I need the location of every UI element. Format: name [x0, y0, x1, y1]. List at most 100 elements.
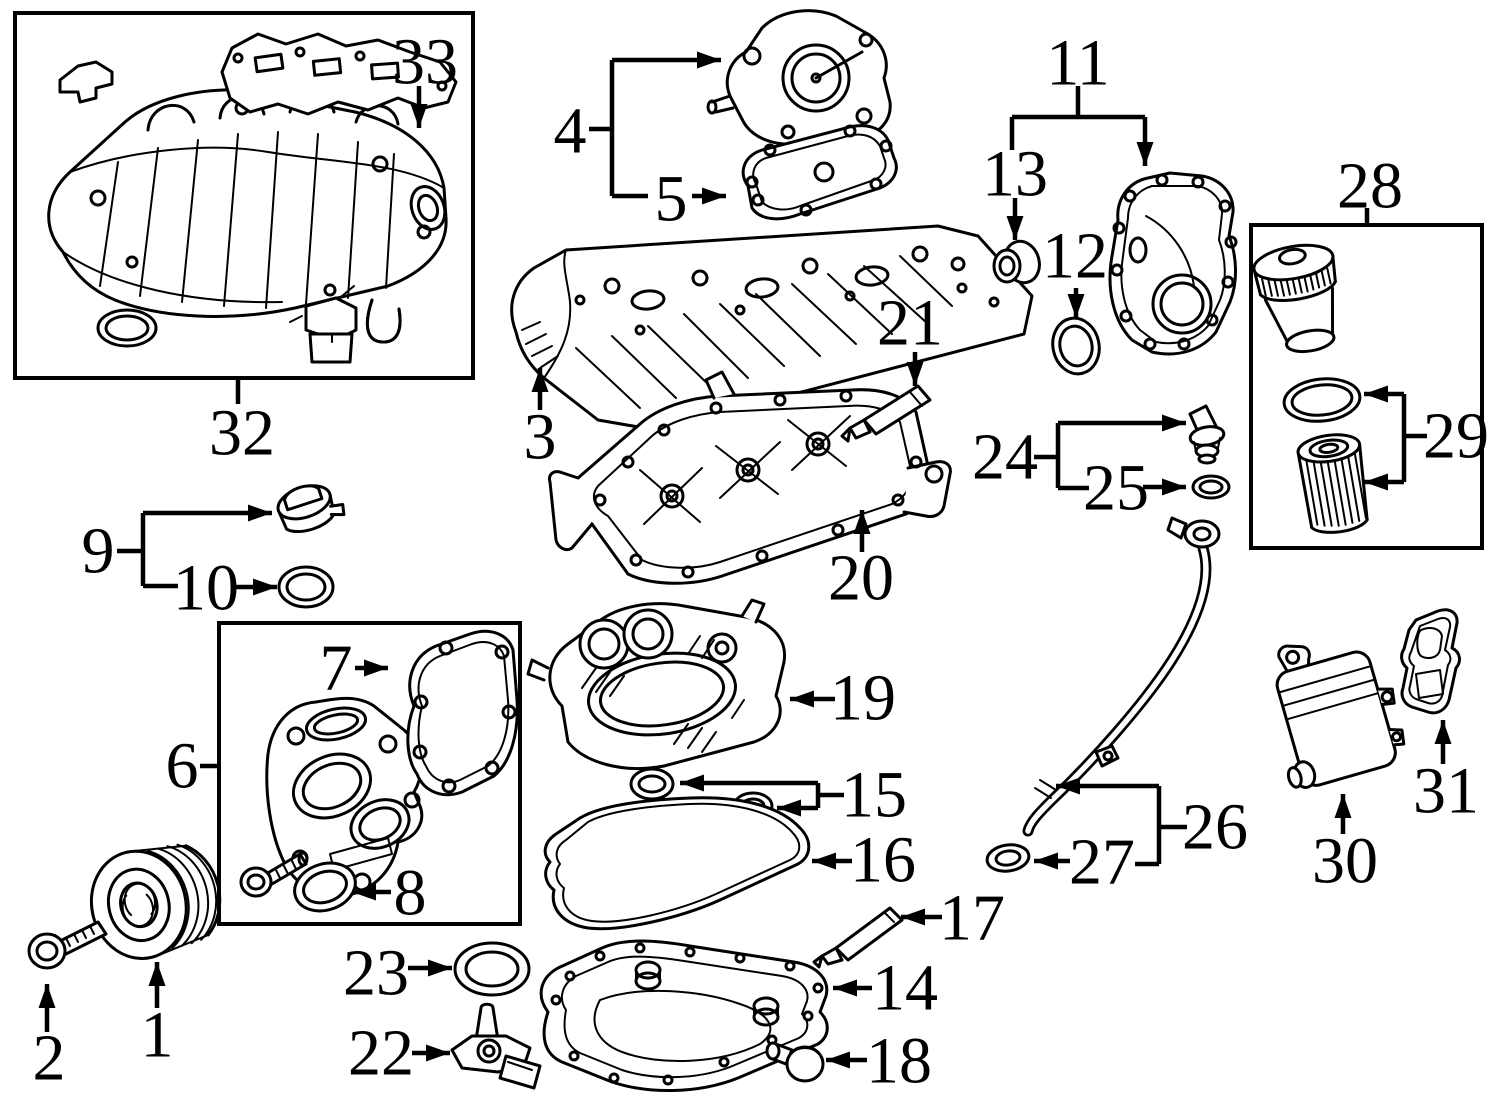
part-32-oring	[96, 308, 158, 348]
leader-4-top-arrowhead	[697, 51, 721, 69]
part-23-sensor-oring	[453, 941, 531, 997]
callout-21[interactable]: 21	[877, 287, 943, 360]
group-box-6	[217, 621, 522, 926]
part-19-windage-tray	[526, 598, 787, 770]
callout-32[interactable]: 32	[209, 397, 275, 470]
callout-15[interactable]: 15	[841, 759, 907, 832]
leader-23-arrowhead	[428, 959, 452, 977]
part-11-rear-timing-cover	[1108, 171, 1238, 356]
leader-24-top-arrowhead	[1162, 414, 1186, 432]
part-32-intake-manifold	[47, 88, 448, 318]
leader-11-right-arrowhead	[1136, 142, 1154, 166]
leader-19-arrowhead	[790, 690, 814, 708]
callout-30[interactable]: 30	[1312, 825, 1378, 898]
callout-5[interactable]: 5	[655, 163, 688, 236]
part-15-oring-front	[629, 767, 675, 801]
callout-23[interactable]: 23	[343, 937, 409, 1010]
callout-18[interactable]: 18	[866, 1025, 932, 1098]
part-17-sealant-tube	[812, 906, 904, 969]
part-21-sealant-tube	[840, 384, 932, 443]
callout-2[interactable]: 2	[33, 1022, 66, 1095]
leader-17-arrowhead	[901, 908, 925, 926]
leader-31-arrowhead	[1434, 720, 1452, 744]
leader-15-bottom-arrowhead	[777, 799, 801, 817]
callout-12[interactable]: 12	[1042, 220, 1108, 293]
part-27-dipstick-seal	[985, 843, 1031, 873]
part-7-cover-gasket	[406, 629, 519, 797]
part-22-oil-level-sensor	[450, 1002, 542, 1090]
callout-16[interactable]: 16	[850, 824, 916, 897]
callout-6[interactable]: 6	[166, 730, 199, 803]
part-33-manifold-gasket	[220, 32, 458, 116]
callout-29[interactable]: 29	[1423, 400, 1489, 473]
callout-1[interactable]: 1	[141, 999, 174, 1072]
part-1-crank-pulley	[89, 843, 222, 960]
part-29-filter-element	[1296, 433, 1369, 534]
callout-31[interactable]: 31	[1413, 755, 1479, 828]
part-6-cover-bolt	[239, 851, 309, 898]
part-5-separator-gasket	[741, 124, 898, 221]
part-10-filler-cap-oring	[277, 565, 335, 609]
part-9-oil-filler-cap	[276, 484, 346, 534]
leader-16-arrowhead	[812, 852, 836, 870]
leader-33-arrowhead	[410, 104, 428, 128]
leader-27-arrowhead	[1034, 852, 1058, 870]
leader-5-arrowhead	[702, 187, 726, 205]
part-32-vacuum-bracket	[58, 60, 114, 104]
part-26-dipstick-tube	[1022, 516, 1221, 837]
callout-28[interactable]: 28	[1337, 150, 1403, 223]
leader-1-arrowhead	[148, 962, 166, 986]
part-18-drain-plug	[765, 1041, 825, 1083]
callout-8[interactable]: 8	[394, 857, 427, 930]
part-25-valve-oring	[1191, 474, 1231, 500]
part-31-cooler-gasket	[1400, 608, 1461, 715]
part-32-map-sensor	[289, 285, 358, 364]
part-8-cover-oring	[293, 861, 357, 913]
callout-19[interactable]: 19	[830, 662, 896, 735]
leader-14-arrowhead	[833, 979, 857, 997]
leader-18-arrowhead	[826, 1051, 850, 1069]
part-2-pulley-bolt	[27, 920, 108, 970]
leader-2-arrowhead	[38, 984, 56, 1008]
callout-17[interactable]: 17	[939, 882, 1005, 955]
part-28-filter-cap	[1252, 243, 1337, 354]
callout-24[interactable]: 24	[972, 421, 1038, 494]
part-32-breather-hose	[365, 298, 402, 344]
callout-27[interactable]: 27	[1069, 826, 1135, 899]
leader-25-arrowhead	[1162, 478, 1186, 496]
callout-7[interactable]: 7	[320, 632, 353, 705]
part-12-crank-seal	[1051, 316, 1101, 376]
group-box-32	[13, 11, 475, 380]
callout-33[interactable]: 33	[392, 26, 458, 99]
leader-29-bottom-arrowhead	[1364, 473, 1388, 491]
leader-7-arrowhead	[364, 659, 388, 677]
leader-15-top-arrowhead	[680, 774, 704, 792]
callout-11[interactable]: 11	[1046, 27, 1110, 100]
callout-14[interactable]: 14	[872, 952, 938, 1025]
callout-26[interactable]: 26	[1182, 791, 1248, 864]
leader-26-top-arrowhead	[1056, 777, 1080, 795]
callout-13[interactable]: 13	[982, 138, 1048, 211]
part-29-filter-oring	[1282, 377, 1362, 423]
leader-10-arrowhead	[253, 578, 277, 596]
leader-20-arrowhead	[853, 510, 871, 534]
callout-10[interactable]: 10	[173, 552, 239, 625]
leader-12-arrowhead	[1067, 294, 1085, 318]
leader-29-top-arrowhead	[1364, 385, 1388, 403]
callout-3[interactable]: 3	[524, 401, 557, 474]
leader-22-arrowhead	[426, 1044, 450, 1062]
callout-25[interactable]: 25	[1083, 452, 1149, 525]
part-6-timing-cover	[265, 696, 424, 898]
leader-30-arrowhead	[1334, 794, 1352, 818]
leader-13-arrowhead	[1006, 216, 1024, 240]
callout-20[interactable]: 20	[828, 542, 894, 615]
callout-22[interactable]: 22	[348, 1017, 414, 1090]
part-16-oil-pan-gasket	[543, 796, 811, 931]
leader-21-arrowhead	[906, 362, 924, 386]
part-24-oil-valve	[1188, 404, 1226, 465]
part-3-camshaft-housing	[510, 224, 1034, 432]
callout-4[interactable]: 4	[554, 95, 587, 168]
part-13-sealing-plug	[992, 239, 1041, 285]
callout-9[interactable]: 9	[82, 515, 115, 588]
